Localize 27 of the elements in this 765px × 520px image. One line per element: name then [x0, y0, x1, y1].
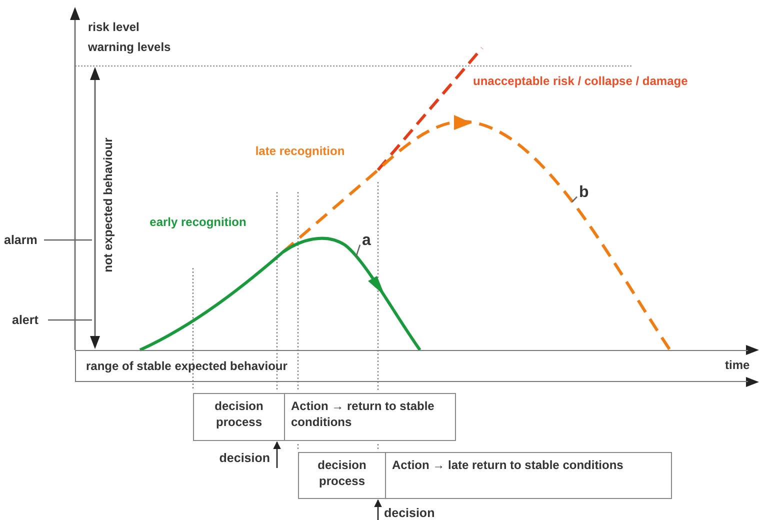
action-label: Action → return to stable conditions: [290, 398, 436, 431]
leader-line: [572, 196, 578, 202]
timeline-box: [193, 393, 456, 441]
text-label: decision: [384, 505, 448, 520]
leader-line: [44, 239, 92, 241]
text-label: alert: [12, 312, 46, 329]
text-label: decision: [206, 450, 270, 467]
stable-range-band: [75, 350, 748, 382]
leader-line: [48, 319, 92, 321]
axis-label: time: [725, 357, 750, 373]
text-label: b: [579, 184, 592, 201]
stage-label: late recognition: [254, 143, 346, 160]
text-label: a: [362, 232, 374, 249]
timeline-box: [298, 452, 672, 499]
stage-label: early recognition: [148, 214, 248, 231]
axis-label: warning levels: [88, 39, 171, 55]
band-label: range of stable expected behaviour: [86, 358, 288, 374]
axis-label: not expected behaviour: [100, 138, 116, 272]
risk-label: unacceptable risk / collapse / damage: [473, 73, 688, 89]
text-label: alarm: [4, 232, 42, 249]
phase-label: decision process: [299, 453, 386, 498]
action-label: Action → late return to stable conditions: [391, 457, 624, 474]
leader-line: [355, 244, 361, 258]
arrow: [374, 499, 382, 520]
arrow: [273, 441, 281, 468]
phase-label: decision process: [194, 394, 285, 440]
axis-label: risk level: [88, 19, 140, 35]
